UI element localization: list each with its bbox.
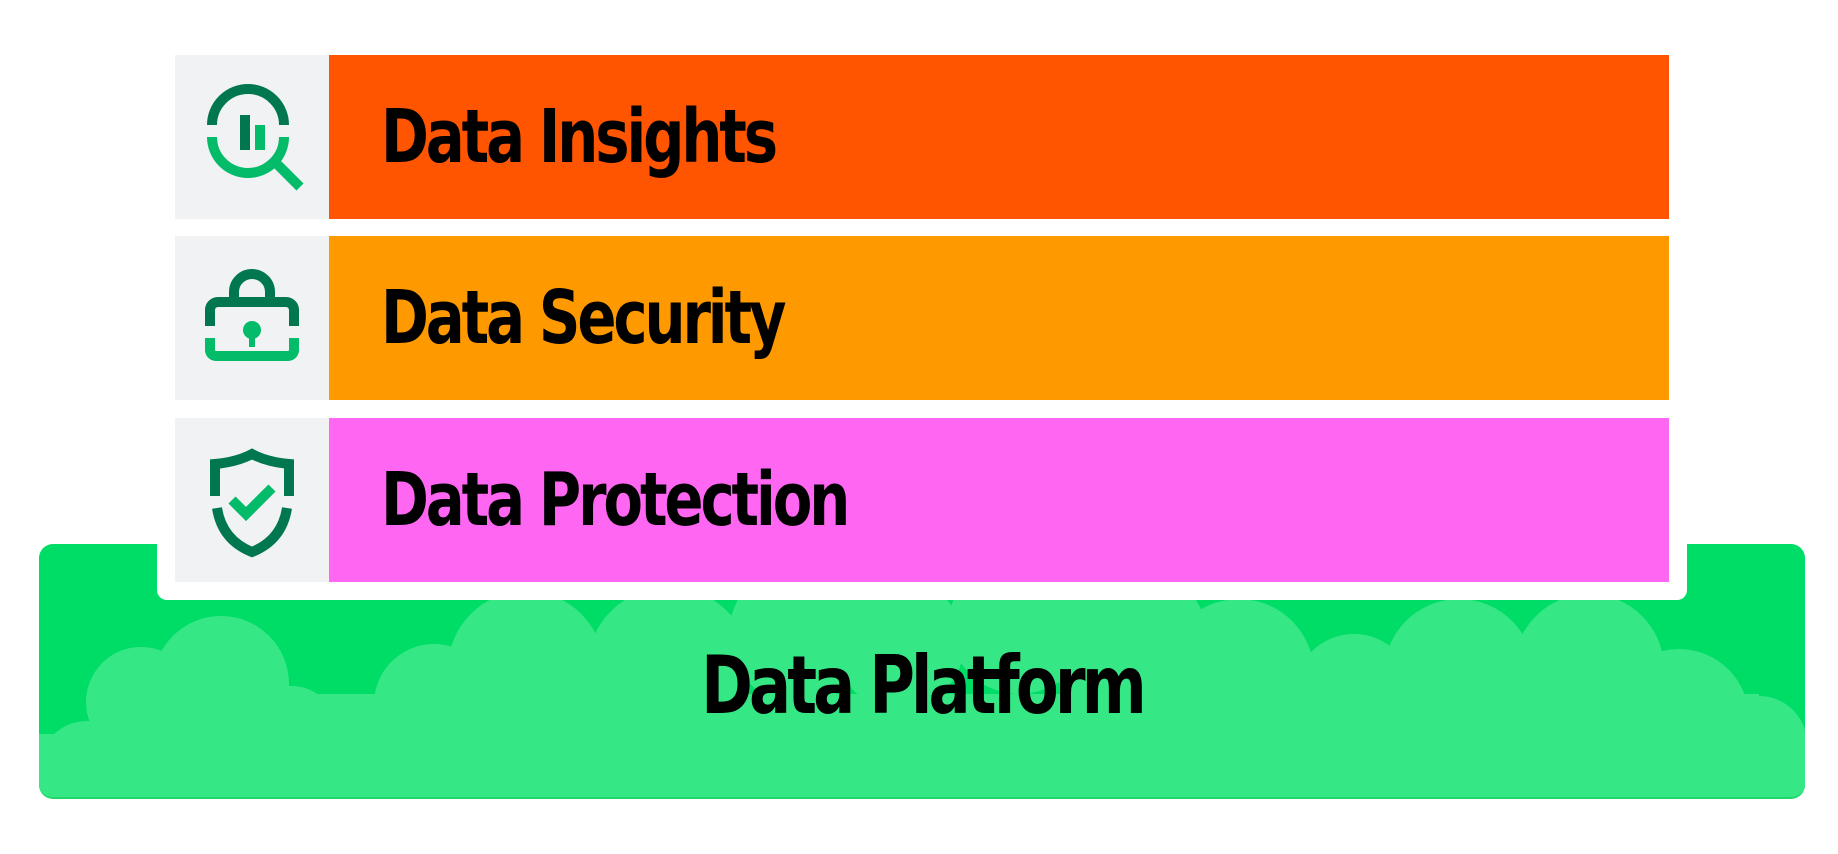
bar-data-insights: Data Insights bbox=[329, 55, 1669, 219]
layer-data-protection: Data Protection bbox=[175, 418, 1669, 582]
platform-title: Data Platform bbox=[701, 639, 1147, 732]
icon-box bbox=[175, 55, 329, 219]
layer-label: Data Insights bbox=[381, 94, 778, 180]
bar-data-security: Data Security bbox=[329, 236, 1669, 400]
layer-label: Data Protection bbox=[381, 457, 850, 543]
padlock-icon bbox=[205, 269, 299, 361]
layer-data-security: Data Security bbox=[175, 236, 1669, 400]
icon-box bbox=[175, 418, 329, 582]
layer-data-insights: Data Insights bbox=[175, 55, 1669, 219]
icon-box bbox=[175, 236, 329, 400]
magnifier-chart-icon bbox=[207, 84, 304, 191]
bar-data-protection: Data Protection bbox=[329, 418, 1669, 582]
cloud-background bbox=[39, 554, 1805, 797]
layer-label: Data Security bbox=[381, 275, 787, 361]
shield-check-icon bbox=[210, 448, 294, 558]
